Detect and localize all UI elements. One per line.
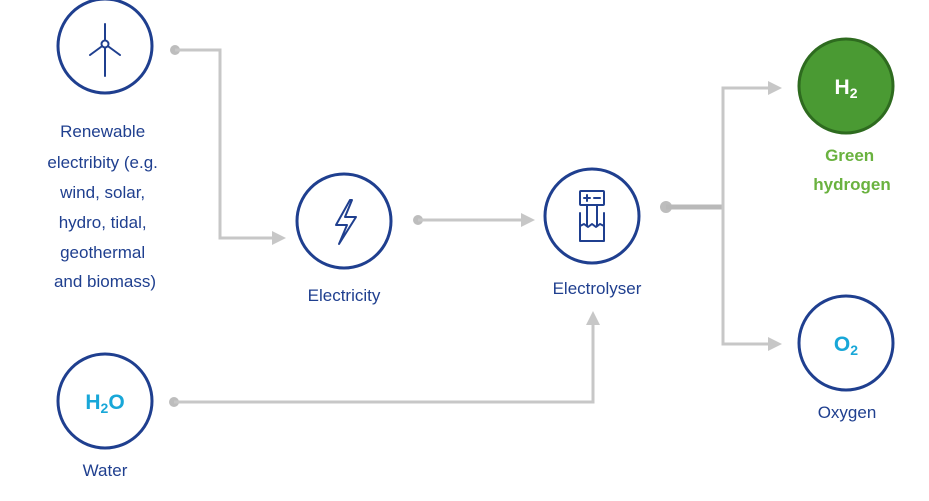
lightning-bolt-icon <box>335 199 357 245</box>
arrowhead-to-oxygen <box>768 337 782 351</box>
arrowhead-to-electricity <box>272 231 286 245</box>
electricity-circle <box>295 172 393 270</box>
node-electrolyser: Electrolyser <box>543 167 642 298</box>
arrowhead-to-electrolyser <box>521 213 535 227</box>
node-oxygen: O2 Oxygen <box>797 294 895 422</box>
electrolyser-circle <box>543 167 641 265</box>
electrolyser-icon <box>579 190 605 242</box>
hydrogen-formula: H2 <box>835 76 858 101</box>
electricity-label: Electricity <box>308 286 381 305</box>
node-green-hydrogen: H2 Green hydrogen <box>797 37 895 194</box>
arrowhead-up-to-electrolyser <box>586 311 600 325</box>
node-electricity: Electricity <box>295 172 393 305</box>
electrolyser-label: Electrolyser <box>553 279 642 298</box>
hydrogen-circle <box>797 37 895 135</box>
connector-to-oxygen <box>721 207 770 346</box>
connector-water-to-electrolyser <box>174 322 595 404</box>
connectors <box>169 45 782 407</box>
node-water: H2O Water <box>56 352 154 480</box>
connector-renewable-to-electricity <box>175 48 275 240</box>
water-formula: H2O <box>85 391 124 416</box>
connector-to-hydrogen <box>721 86 770 207</box>
water-circle <box>56 352 154 450</box>
arrowhead-to-hydrogen <box>768 81 782 95</box>
oxygen-label: Oxygen <box>818 403 877 422</box>
renewable-label: Renewable electribity (e.g. wind, solar,… <box>47 122 162 291</box>
oxygen-formula: O2 <box>834 333 858 358</box>
hydrogen-label: Green hydrogen <box>813 146 890 194</box>
node-renewable: Renewable electribity (e.g. wind, solar,… <box>47 0 162 291</box>
water-label: Water <box>83 461 128 480</box>
wind-turbine-icon <box>89 23 121 77</box>
oxygen-circle <box>797 294 895 392</box>
